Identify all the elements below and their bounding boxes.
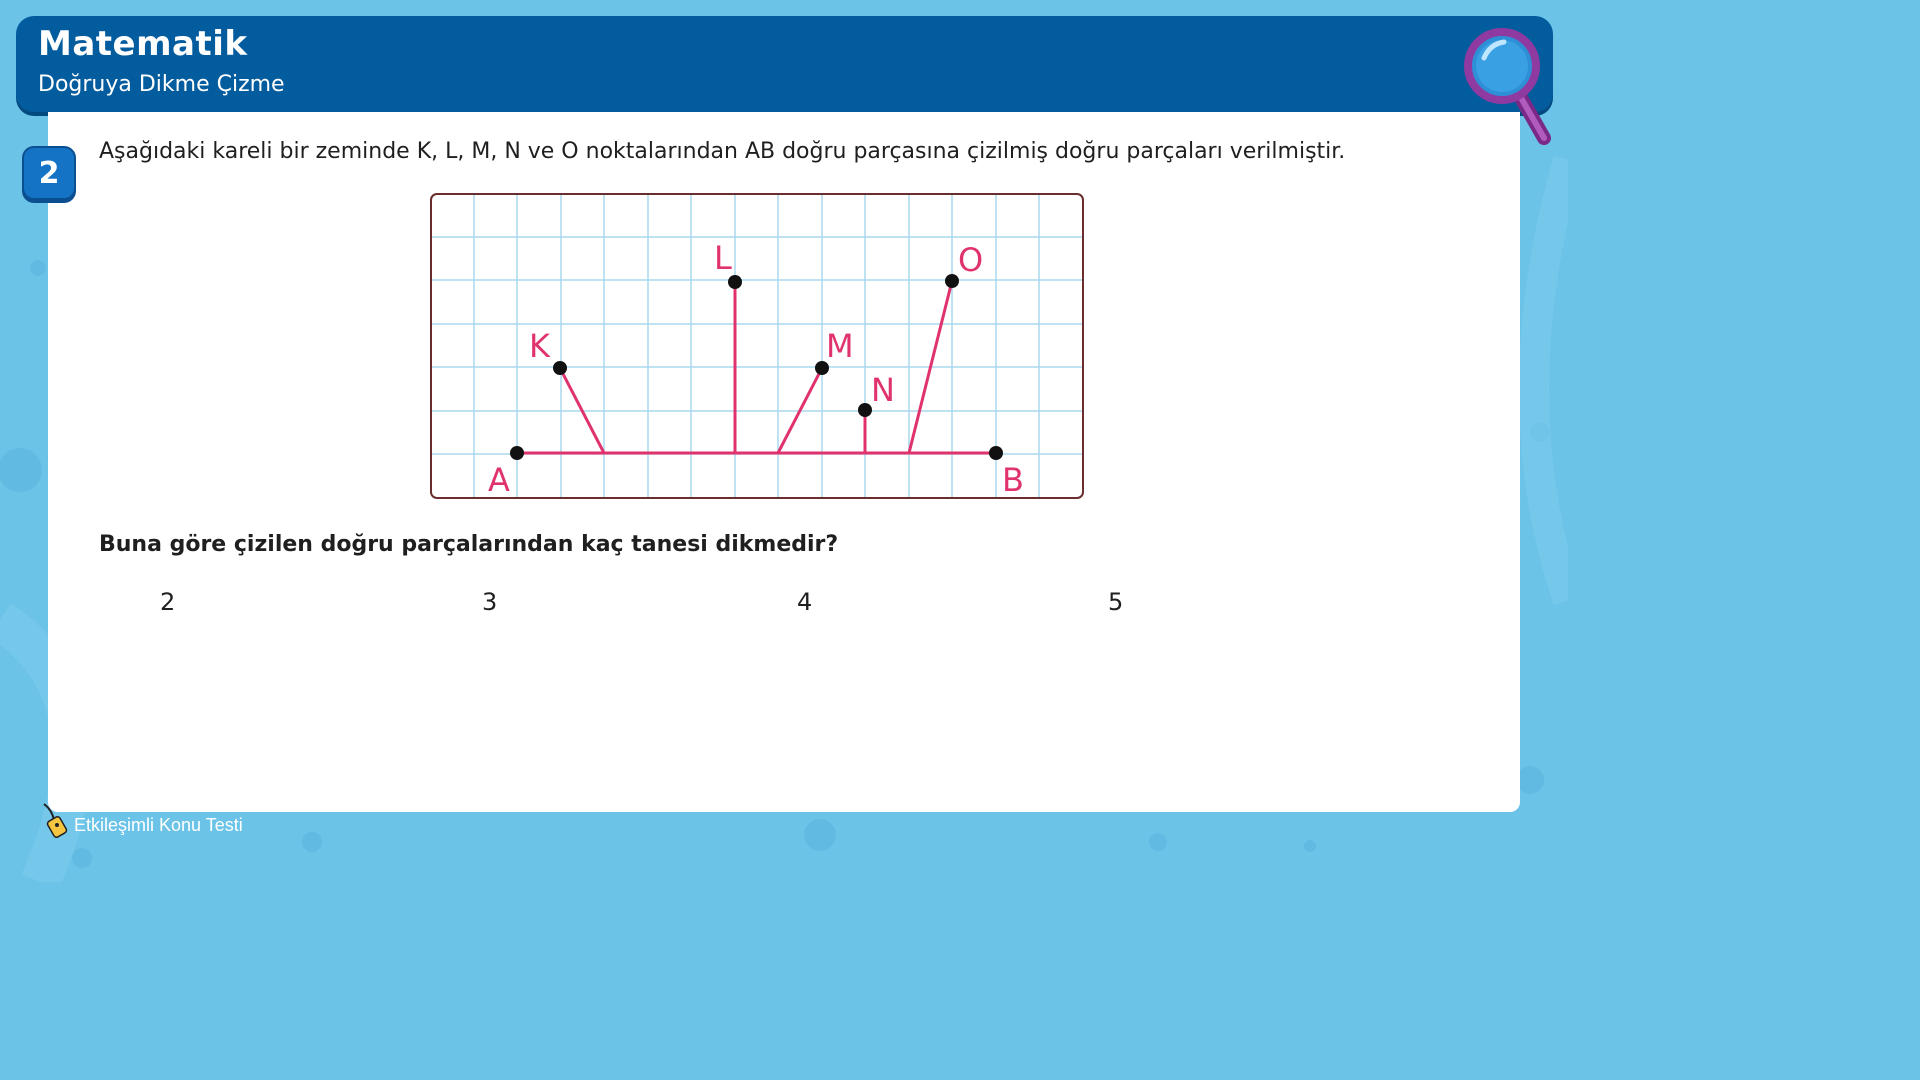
point-b — [989, 446, 1003, 460]
answer-option-a[interactable]: 2 — [160, 588, 176, 616]
pencil-mascot-icon — [43, 803, 68, 838]
point-a — [510, 446, 524, 460]
answer-option-c[interactable]: 4 — [797, 588, 813, 616]
question-text: Aşağıdaki kareli bir zeminde K, L, M, N … — [99, 139, 1346, 164]
point-l — [728, 275, 742, 289]
segment-k — [558, 366, 606, 455]
point-m — [815, 361, 829, 375]
label-m: M — [826, 327, 854, 365]
grid-figure: A B K L M N O — [430, 193, 1084, 499]
label-b: B — [1002, 461, 1024, 499]
point-k — [553, 361, 567, 375]
label-n: N — [871, 371, 895, 409]
footer-brand-label: Etkileşimli Konu Testi — [74, 815, 243, 835]
point-n — [858, 403, 872, 417]
label-l: L — [714, 239, 732, 277]
question-prompt: Buna göre çizilen doğru parçalarından ka… — [99, 532, 839, 557]
question-number-badge: 2 — [22, 146, 76, 200]
page-subtitle: Doğruya Dikme Çizme — [38, 72, 285, 97]
label-o: O — [958, 241, 983, 279]
footer-brand: Etkileşimli Konu Testi — [42, 802, 243, 838]
header-bar: Matematik Doğruya Dikme Çizme — [16, 16, 1553, 112]
page-title: Matematik — [38, 24, 248, 64]
answer-option-d[interactable]: 5 — [1108, 588, 1124, 616]
magnifying-glass-icon — [1464, 28, 1551, 145]
label-k: K — [529, 327, 551, 365]
segment-o — [907, 279, 954, 455]
answer-option-b[interactable]: 3 — [482, 588, 498, 616]
label-a: A — [488, 461, 510, 499]
point-o — [945, 274, 959, 288]
segment-m — [776, 366, 824, 455]
